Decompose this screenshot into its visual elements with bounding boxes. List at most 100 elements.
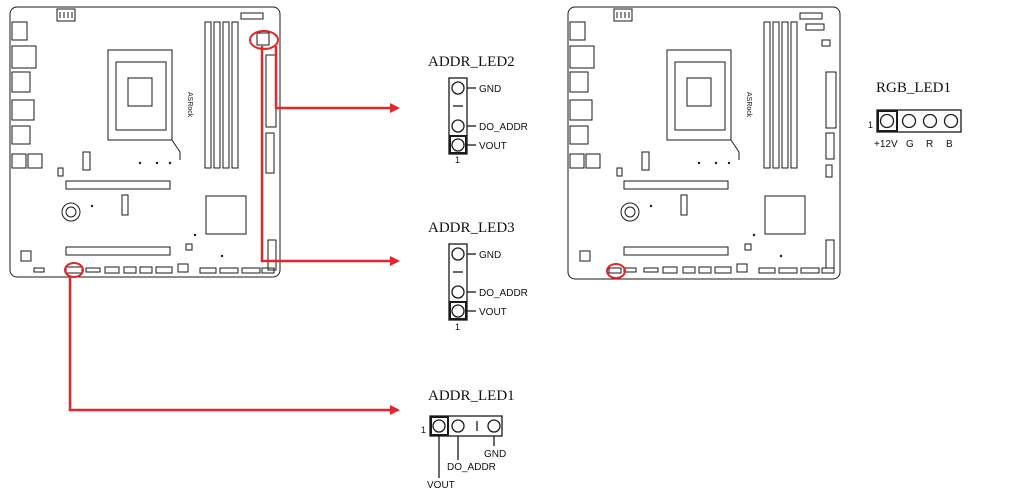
addr-led1-gnd-label: GND [484, 449, 506, 460]
bottom-header [821, 267, 835, 274]
chipset-heatsink [764, 195, 806, 235]
top-power-connector [56, 8, 76, 22]
addr-led3-pin1-label: 1 [455, 322, 460, 332]
small-chip [177, 263, 189, 273]
bottom-header [104, 266, 120, 274]
rear-io-port [11, 99, 35, 121]
rear-io-port [11, 45, 37, 69]
addr-led1-title: ADDR_LED1 [428, 388, 515, 404]
dimm-slot [213, 21, 221, 169]
dimm-slot [763, 21, 771, 169]
bottom-header [33, 267, 45, 273]
rgb-led1-pin-g [901, 113, 917, 129]
highlight-addr-led1 [64, 262, 84, 278]
rgb-led1-pin-r [922, 113, 938, 129]
highlight-circles-left [64, 30, 279, 278]
small-header [825, 164, 833, 178]
leader-addr-led2 [274, 46, 400, 113]
small-header [57, 167, 64, 177]
addr-led2-title: ADDR_LED2 [428, 54, 515, 70]
highlight-rgb-led1 [606, 263, 626, 279]
rear-io-port [569, 99, 593, 121]
rear-io-port [569, 125, 589, 145]
bottom-header [139, 266, 153, 274]
bottom-header [682, 266, 696, 274]
cpu-socket-core [127, 77, 153, 107]
addr-led2-pin-gnd [451, 81, 465, 95]
addr-led3-gnd-label: GND [479, 250, 501, 261]
rear-io-port [569, 71, 589, 93]
atx-24pin-connector [265, 54, 277, 128]
addr-led1-pin-gnd [487, 419, 501, 433]
dimm-slot [204, 21, 212, 169]
addr-led2-do-label: DO_ADDR [479, 122, 528, 133]
rear-io-port [585, 153, 601, 169]
addr-led1-pin1-box [430, 416, 449, 436]
addr-led1-diagram: ADDR_LED1 1 GND DO_ADDR VOUT [421, 388, 515, 491]
cmos-battery-inner [65, 206, 77, 218]
board-outline [9, 6, 281, 278]
small-chip [744, 243, 752, 251]
m2-slot [680, 194, 688, 216]
bottom-header [219, 267, 239, 274]
top-power-connector [613, 8, 633, 22]
bottom-header [261, 267, 275, 274]
addr-led1-header-small [65, 266, 83, 274]
leader-addr-led1 [68, 277, 400, 415]
addr-led2-vout-label: VOUT [479, 141, 507, 152]
leader-addr-led3 [260, 46, 400, 266]
bottom-header [155, 266, 173, 274]
cmos-battery [61, 202, 81, 222]
bottom-header [241, 267, 261, 274]
addr-led2-pin1-box [449, 135, 467, 154]
brand-logo: ASRock [745, 92, 752, 118]
small-chip [736, 263, 748, 273]
rear-io-port [11, 153, 27, 169]
addr-led3-title: ADDR_LED3 [428, 220, 515, 236]
board-outline [567, 6, 841, 280]
pcie-slot [65, 180, 171, 190]
motherboard-right: ASRock [567, 6, 841, 280]
atx-24pin-connector [825, 71, 837, 129]
bottom-header [714, 266, 732, 274]
cpu-socket-core [686, 77, 712, 107]
rear-io-port [27, 153, 43, 169]
addr-led2-diagram: ADDR_LED2 GND DO_ADDR VOUT 1 [428, 54, 528, 165]
dimm-slot [772, 21, 780, 169]
dimm-slot [790, 21, 798, 169]
leader-lines [68, 46, 400, 415]
bottom-header [698, 266, 712, 274]
addr-led3-vout-label: VOUT [479, 307, 507, 318]
rgb-led1-connector [876, 109, 962, 133]
addr-led1-pin1-label: 1 [421, 425, 426, 435]
small-chip [20, 250, 32, 262]
header-pins [799, 12, 823, 20]
chipset-heatsink [205, 195, 247, 235]
rear-io-port [11, 21, 28, 41]
addr-led1-pin-vout [432, 419, 446, 433]
rear-io-port [11, 125, 31, 145]
sata-connector [825, 239, 835, 269]
front-usb-header [825, 132, 835, 160]
header-pins [240, 12, 264, 20]
addr-led3-pin-do [451, 285, 465, 299]
highlight-addr-led2 [249, 30, 279, 50]
dimm-slot [781, 21, 789, 169]
rgb-led1-pin1-box [877, 110, 898, 132]
bottom-header [758, 267, 776, 274]
addr-led2-pin1-label: 1 [455, 155, 460, 165]
small-header [616, 167, 623, 177]
addr-led3-diagram: ADDR_LED3 GND DO_ADDR VOUT 1 [428, 220, 528, 332]
cpu-socket [107, 49, 173, 141]
bottom-header [800, 267, 820, 274]
addr-led1-connector [429, 415, 503, 437]
cmos-battery [620, 202, 640, 222]
addr-led1-do-label: DO_ADDR [447, 462, 496, 473]
addr-led3-pin-gnd [451, 247, 465, 261]
motherboard-left: ASRock [9, 6, 281, 278]
addr-led3-do-label: DO_ADDR [479, 288, 528, 299]
addr-led3-pin-vout [451, 304, 465, 318]
addr-led1-vout-label: VOUT [427, 480, 455, 491]
header-pins [805, 23, 825, 31]
